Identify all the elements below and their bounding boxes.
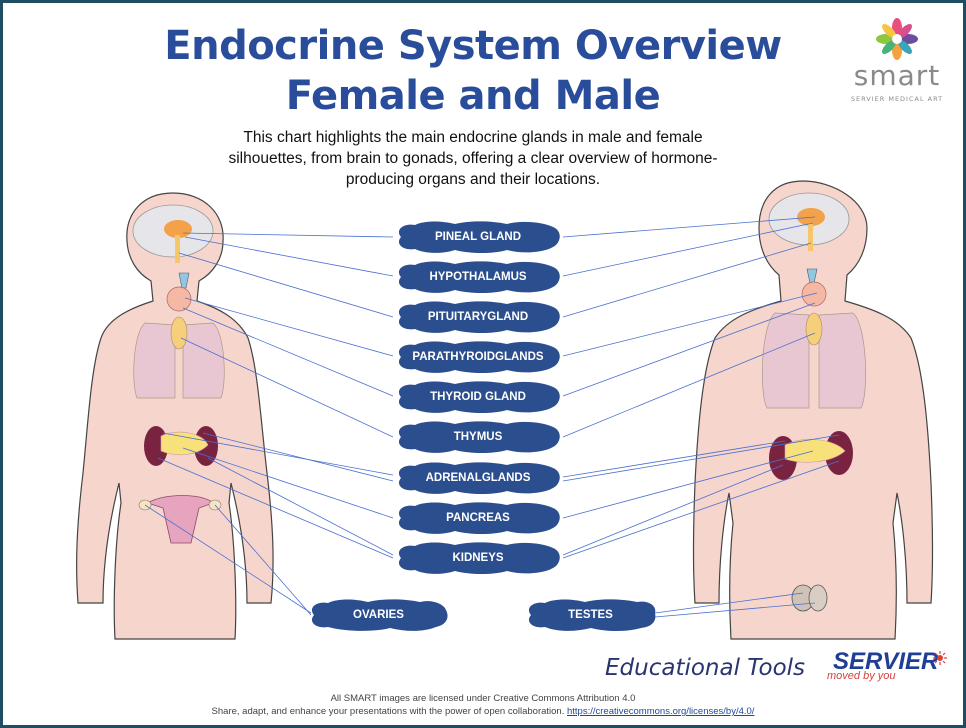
smart-logo: smart SERVIER MEDICAL ART xyxy=(845,17,949,103)
description: This chart highlights the main endocrine… xyxy=(228,129,718,188)
label-text: THYROID GLAND xyxy=(430,390,526,403)
label-thyroid-gland: THYROID GLAND xyxy=(393,380,563,414)
logo-tagline: SERVIER MEDICAL ART xyxy=(850,95,944,103)
license-line-1: All SMART images are licensed under Crea… xyxy=(330,693,636,704)
label-text: PANCREAS xyxy=(446,511,510,524)
label-text: KIDNEYS xyxy=(452,551,504,564)
license-line-2: Share, adapt, and enhance your presentat… xyxy=(3,706,963,717)
label-text: TESTES xyxy=(568,608,613,621)
label-kidneys: KIDNEYS xyxy=(393,541,563,575)
logo-wordmark: smart xyxy=(853,59,941,92)
connector-lines xyxy=(144,216,840,618)
educational-tools-label: Educational Tools xyxy=(605,655,806,681)
label-text: THYMUS xyxy=(453,430,503,443)
female-silhouette xyxy=(76,192,274,640)
label-ovaries: OVARIES xyxy=(306,598,451,632)
title-line-2: Female and Male xyxy=(285,73,661,119)
servier-logo: SERVIER xyxy=(833,648,939,675)
label-text: OVARIES xyxy=(353,608,404,621)
label-thymus: THYMUS xyxy=(393,420,563,454)
title-line-1: Endocrine System Overview xyxy=(164,23,782,69)
license-text: Share, adapt, and enhance your presentat… xyxy=(211,706,565,717)
label-text: PINEAL GLAND xyxy=(434,230,522,243)
license-link[interactable]: https://creativecommons.org/licenses/by/… xyxy=(566,706,755,717)
label-hypothalamus: HYPOTHALAMUS xyxy=(393,260,563,294)
label-text: HYPOTHALAMUS xyxy=(429,270,527,283)
label-testes: TESTES xyxy=(523,598,658,632)
sun-icon xyxy=(933,651,947,665)
label-pineal-gland: PINEAL GLAND xyxy=(393,220,563,254)
anatomy-illustration xyxy=(76,180,934,640)
flower-logo-icon xyxy=(876,18,918,60)
male-silhouette xyxy=(692,180,934,640)
label-pancreas: PANCREAS xyxy=(393,501,563,535)
servier-tagline: moved by you xyxy=(827,670,896,682)
